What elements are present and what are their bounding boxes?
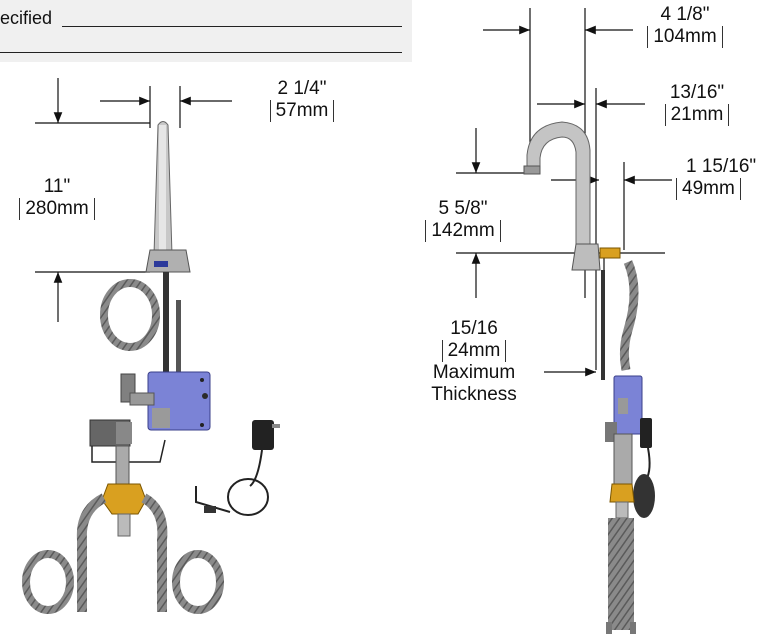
left-dimension-lines	[35, 78, 232, 322]
spout-diameter-metric: 21mm	[664, 104, 730, 126]
spout-width-metric: 57mm	[269, 100, 335, 122]
spout-height-imperial: 11"	[43, 176, 71, 197]
max-thickness-label: 15/16 24mm Maximum Thickness	[414, 318, 534, 406]
spout-rise-metric: 142mm	[425, 220, 501, 242]
spout-rise-imperial: 5 5/8"	[438, 198, 488, 219]
max-thickness-imperial: 15/16	[450, 318, 498, 339]
specified-underline	[62, 26, 402, 27]
left-faucet-illustration	[22, 121, 280, 614]
spout-reach-label: 4 1/8" 104mm	[626, 4, 744, 48]
spout-diameter-imperial: 13/16"	[669, 82, 725, 103]
spout-height-label: 11" 280mm	[4, 176, 110, 220]
spout-reach-imperial: 4 1/8"	[660, 4, 710, 25]
max-thickness-caption-2: Thickness	[431, 384, 517, 405]
max-thickness-metric: 24mm	[441, 340, 507, 362]
spout-height-metric: 280mm	[19, 198, 95, 220]
spout-diameter-label: 13/16" 21mm	[645, 82, 749, 126]
base-depth-metric: 49mm	[676, 178, 741, 200]
specification-line-2	[0, 52, 402, 53]
max-thickness-caption-1: Maximum	[432, 362, 516, 383]
spout-width-imperial: 2 1/4"	[277, 78, 327, 99]
specified-label: ecified	[0, 8, 53, 28]
spout-width-label: 2 1/4" 57mm	[252, 78, 352, 122]
base-depth-imperial: 1 15/16"	[686, 156, 757, 177]
specification-box: ecified	[0, 0, 412, 62]
right-faucet-illustration	[523, 121, 655, 634]
spout-rise-label: 5 5/8" 142mm	[396, 198, 530, 242]
base-depth-label: 1 15/16" 49mm	[676, 156, 771, 200]
spout-reach-metric: 104mm	[647, 26, 723, 48]
